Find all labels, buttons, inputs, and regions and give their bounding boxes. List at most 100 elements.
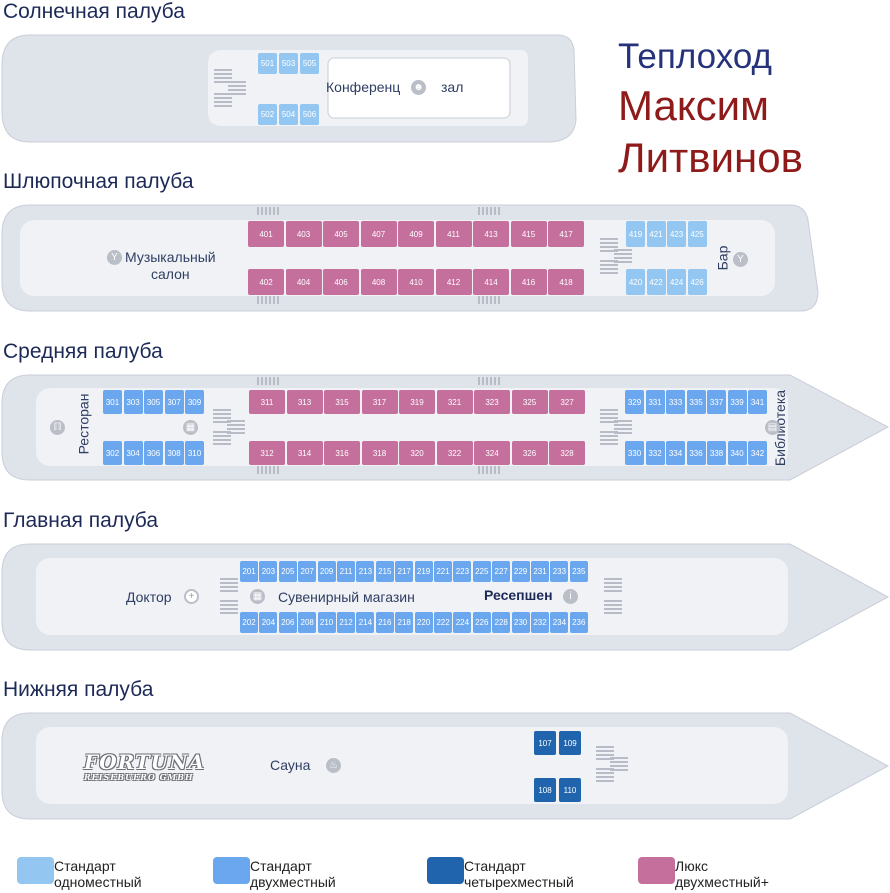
cabin-318[interactable]: 318 [361,441,398,465]
cabin-220[interactable]: 220 [414,612,433,633]
cabin-337[interactable]: 337 [707,390,726,414]
cabin-218[interactable]: 218 [395,612,414,633]
cabin-224[interactable]: 224 [453,612,472,633]
cabin-304[interactable]: 304 [123,441,143,465]
cabin-406[interactable]: 406 [323,269,359,295]
cabin-331[interactable]: 331 [645,390,665,414]
cabin-504[interactable]: 504 [279,104,298,125]
cabin-412[interactable]: 412 [435,269,472,295]
cabin-334[interactable]: 334 [666,441,685,465]
cabin-327[interactable]: 327 [549,390,585,414]
cabin-222[interactable]: 222 [434,612,452,633]
cabin-310[interactable]: 310 [185,441,204,465]
cabin-316[interactable]: 316 [324,441,360,465]
cabin-305[interactable]: 305 [144,390,163,414]
cabin-325[interactable]: 325 [511,390,548,414]
cabin-339[interactable]: 339 [727,390,747,414]
cabin-402[interactable]: 402 [248,269,284,295]
cabin-217[interactable]: 217 [395,561,414,582]
cabin-306[interactable]: 306 [144,441,163,465]
cabin-323[interactable]: 323 [474,390,510,414]
cabin-212[interactable]: 212 [337,612,355,633]
cabin-223[interactable]: 223 [453,561,472,582]
cabin-414[interactable]: 414 [473,269,509,295]
cabin-107[interactable]: 107 [534,731,556,755]
cabin-404[interactable]: 404 [285,269,322,295]
cabin-329[interactable]: 329 [625,390,644,414]
cabin-221[interactable]: 221 [434,561,452,582]
cabin-215[interactable]: 215 [375,561,394,582]
cabin-108[interactable]: 108 [534,778,556,802]
cabin-235[interactable]: 235 [569,561,588,582]
cabin-232[interactable]: 232 [531,612,549,633]
cabin-204[interactable]: 204 [259,612,278,633]
cabin-326[interactable]: 326 [511,441,548,465]
cabin-410[interactable]: 410 [398,269,434,295]
cabin-317[interactable]: 317 [361,390,398,414]
cabin-236[interactable]: 236 [569,612,588,633]
cabin-109[interactable]: 109 [559,731,581,755]
cabin-206[interactable]: 206 [278,612,297,633]
cabin-203[interactable]: 203 [259,561,278,582]
cabin-322[interactable]: 322 [436,441,473,465]
cabin-228[interactable]: 228 [492,612,511,633]
cabin-420[interactable]: 420 [626,269,645,295]
cabin-401[interactable]: 401 [248,221,284,247]
cabin-332[interactable]: 332 [645,441,665,465]
cabin-425[interactable]: 425 [687,221,707,247]
cabin-301[interactable]: 301 [103,390,122,414]
cabin-230[interactable]: 230 [511,612,530,633]
cabin-202[interactable]: 202 [240,612,258,633]
cabin-338[interactable]: 338 [707,441,726,465]
cabin-330[interactable]: 330 [625,441,644,465]
cabin-336[interactable]: 336 [686,441,706,465]
cabin-209[interactable]: 209 [317,561,336,582]
cabin-308[interactable]: 308 [164,441,184,465]
cabin-307[interactable]: 307 [164,390,184,414]
cabin-421[interactable]: 421 [646,221,666,247]
cabin-424[interactable]: 424 [667,269,686,295]
cabin-324[interactable]: 324 [474,441,510,465]
cabin-342[interactable]: 342 [748,441,767,465]
cabin-208[interactable]: 208 [298,612,317,633]
cabin-419[interactable]: 419 [626,221,645,247]
cabin-211[interactable]: 211 [337,561,355,582]
cabin-225[interactable]: 225 [472,561,491,582]
cabin-506[interactable]: 506 [300,104,319,125]
cabin-302[interactable]: 302 [103,441,122,465]
cabin-231[interactable]: 231 [531,561,549,582]
cabin-505[interactable]: 505 [300,53,319,74]
cabin-416[interactable]: 416 [510,269,547,295]
cabin-403[interactable]: 403 [285,221,322,247]
cabin-213[interactable]: 213 [356,561,375,582]
cabin-321[interactable]: 321 [436,390,473,414]
cabin-226[interactable]: 226 [472,612,491,633]
cabin-312[interactable]: 312 [249,441,285,465]
cabin-216[interactable]: 216 [375,612,394,633]
cabin-411[interactable]: 411 [435,221,472,247]
cabin-413[interactable]: 413 [473,221,509,247]
cabin-335[interactable]: 335 [686,390,706,414]
cabin-415[interactable]: 415 [510,221,547,247]
cabin-340[interactable]: 340 [727,441,747,465]
cabin-405[interactable]: 405 [323,221,359,247]
cabin-201[interactable]: 201 [240,561,258,582]
cabin-422[interactable]: 422 [646,269,666,295]
cabin-315[interactable]: 315 [324,390,360,414]
cabin-319[interactable]: 319 [399,390,435,414]
cabin-503[interactable]: 503 [279,53,298,74]
cabin-234[interactable]: 234 [550,612,569,633]
cabin-214[interactable]: 214 [356,612,375,633]
cabin-409[interactable]: 409 [398,221,434,247]
cabin-207[interactable]: 207 [298,561,317,582]
cabin-502[interactable]: 502 [258,104,277,125]
cabin-233[interactable]: 233 [550,561,569,582]
cabin-219[interactable]: 219 [414,561,433,582]
cabin-313[interactable]: 313 [286,390,323,414]
cabin-426[interactable]: 426 [687,269,707,295]
cabin-311[interactable]: 311 [249,390,285,414]
cabin-320[interactable]: 320 [399,441,435,465]
cabin-205[interactable]: 205 [278,561,297,582]
cabin-314[interactable]: 314 [286,441,323,465]
cabin-303[interactable]: 303 [123,390,143,414]
